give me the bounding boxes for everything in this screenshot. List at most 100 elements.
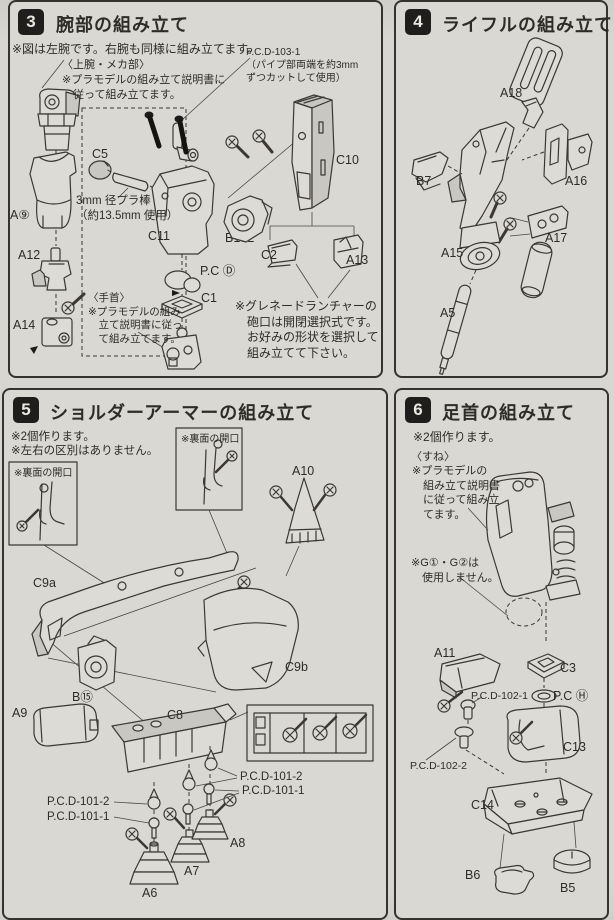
part-c14-drawing — [483, 777, 593, 835]
rod-note: 3mm 径プラ棒 （約13.5mm 使用） — [76, 195, 179, 222]
part-c5-drawing — [88, 160, 112, 180]
part-a13-drawing — [333, 234, 364, 269]
part-c2-drawing — [267, 239, 298, 268]
section-title: 腕部の組み立て — [56, 15, 189, 35]
inset-label-left: ※裏面の開口 — [14, 468, 73, 479]
part-label-c9b: C9b — [285, 660, 308, 674]
section-title: 足首の組み立て — [442, 403, 575, 423]
inset-label-center: ※裏面の開口 — [181, 434, 240, 445]
part-a8-drawing — [191, 809, 229, 840]
part-a15-drawing — [459, 221, 501, 271]
grenade-note-pointer-lines — [295, 263, 351, 299]
part-label-c11: C11 — [148, 229, 171, 243]
right-pc-leaders — [193, 767, 240, 811]
part-a9-cuff-drawing — [29, 151, 77, 229]
part-label-a7: A7 — [184, 864, 200, 878]
shin-label: 〈すね〉 — [411, 451, 455, 463]
pc-label-101-1-left: P.C.D-101-1 — [47, 811, 110, 823]
part-a7-drawing — [170, 829, 210, 863]
part-label-a17: A17 — [545, 231, 568, 245]
part-label-a16: A16 — [565, 174, 588, 188]
part-label-c8: C8 — [167, 708, 183, 722]
pc-label-101-1-right: P.C.D-101-1 — [242, 785, 305, 797]
part-label-b10l: B10L — [225, 231, 255, 245]
section-title: ショルダーアーマーの組み立て — [50, 403, 315, 423]
rifle-screw-icons — [489, 191, 517, 244]
unused-parts-dashed-circle — [505, 597, 543, 627]
arm-note: ※図は左腕です。右腕も同様に組み立てます。 — [12, 42, 260, 56]
pcd103-leader-line — [181, 57, 251, 121]
c10-hole-leader-line — [227, 135, 303, 199]
pc-label-102-2: P.C.D-102-2 — [410, 760, 468, 772]
back-opening-inset-left — [8, 461, 78, 546]
part-label-c14: C14 — [471, 798, 494, 812]
pcd103-note: P.C.D-103-1 （パイプ部両端を約3mm ずつカットして使用） — [246, 47, 359, 84]
a11-screw-icon — [437, 690, 464, 713]
part-c13-drawing — [506, 705, 581, 763]
section-number-badge: 5 — [13, 397, 39, 423]
pcd102-leader-lines — [425, 696, 483, 761]
part-label-a12: A12 — [18, 248, 41, 262]
part-label-c10: C10 — [336, 153, 359, 167]
symmetry-note: ※左右の区別はありません。 — [11, 445, 159, 457]
part-label-c3: C3 — [560, 661, 576, 675]
part-b5-drawing — [553, 849, 591, 874]
section-number-badge: 6 — [405, 397, 431, 423]
part-label-a18: A18 — [500, 86, 523, 100]
arm-assembly-diagram — [29, 57, 364, 370]
part-a18-connector-drawing — [521, 97, 544, 129]
rod-note-leader-line — [117, 187, 129, 199]
wrist-part-drawing — [161, 327, 202, 370]
part-label-a9: A⑨ — [10, 208, 30, 222]
part-a6-drawing — [129, 841, 179, 885]
shoulder-armor-diagram — [8, 427, 374, 885]
part-label-c9a: C9a — [33, 576, 56, 590]
ankle-assembly-diagram — [425, 471, 593, 895]
part-label-a6: A6 — [142, 886, 158, 900]
note-leader-lines — [457, 507, 509, 617]
section-4-rifle-assembly-panel: 4 ライフルの組み立て A18 B7 A16 A15 A17 A5 — [394, 0, 612, 378]
part-c1-drawing — [161, 290, 203, 319]
part-a9-shoulder-drawing — [33, 703, 99, 747]
part-c3-drawing — [527, 653, 565, 679]
part-label-b5: B5 — [560, 881, 576, 895]
part-label-c1: C1 — [201, 291, 217, 305]
part-label-pc-h: P.C Ⓗ — [553, 689, 589, 703]
part-label-a9: A9 — [12, 706, 28, 720]
part-a5-drawing — [439, 284, 472, 375]
part-b6-drawing — [494, 864, 535, 895]
part-label-c13: C13 — [563, 740, 586, 754]
pc-label-101-2-right: P.C.D-101-2 — [240, 771, 303, 783]
part-label-a11: A11 — [434, 646, 456, 660]
part-label-b7: B7 — [416, 174, 432, 188]
black-pin-icons — [144, 111, 189, 155]
part-a18-drawing — [509, 37, 563, 107]
quantity-note: ※2個作ります。 — [11, 431, 95, 443]
upper-arm-mech-note: 〈上腕・メカ部〉 ※プラモデルの組み立て説明書に 従って組み立てます。 — [62, 59, 226, 101]
section-3-arm-assembly-panel: 3 腕部の組み立て ※図は左腕です。右腕も同様に組み立てます。 〈上腕・メカ部〉… — [8, 0, 383, 378]
part-label-a5: A5 — [440, 306, 456, 320]
pc-bulb-parts — [147, 749, 218, 810]
screw-icon — [61, 292, 86, 315]
c8-underside-inset — [246, 704, 374, 762]
part-label-a10: A10 — [292, 464, 315, 478]
part-a17-drawing — [509, 205, 569, 299]
back-opening-inset-center — [175, 427, 243, 511]
screw-icon-pair — [225, 129, 274, 159]
part-pc-h-drawing — [531, 689, 557, 703]
quantity-note: ※2個作ります。 — [413, 430, 501, 444]
part-a14-drawing — [30, 317, 73, 354]
part-pc-d-drawing — [164, 270, 201, 293]
shin-note: ※プラモデルの 組み立て説明書 に従って組み立 てます。 — [412, 465, 500, 521]
part-label-pc-d: P.C Ⓓ — [200, 264, 236, 278]
c2-a13-bracket-lines — [269, 212, 355, 240]
part-label-b15: B⑮ — [72, 690, 93, 704]
left-pc-leaders — [113, 801, 150, 824]
section-title: ライフルの組み立て — [442, 15, 613, 35]
pla-rod-drawing — [112, 172, 149, 192]
part-label-a13: A13 — [346, 253, 369, 267]
section-6-ankle-assembly-panel: 6 足首の組み立て ※2個作ります。 〈すね〉 ※プラモデルの 組み立て説明書 … — [394, 388, 609, 920]
part-label-b6: B6 — [465, 868, 481, 882]
part-a12-drawing — [31, 247, 72, 291]
